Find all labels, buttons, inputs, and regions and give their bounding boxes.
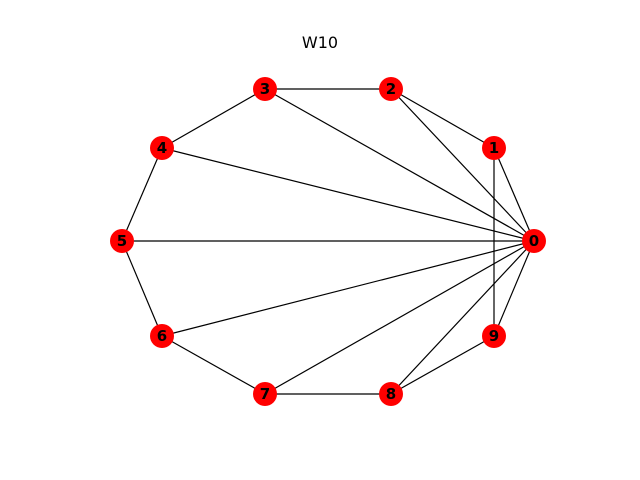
node-4: 4 <box>150 136 174 160</box>
node-circle-9 <box>482 324 506 348</box>
edge-3-4 <box>161 88 266 149</box>
node-label-1: 1 <box>489 139 499 157</box>
nodes-layer: 0 1 2 3 4 5 6 7 8 9 <box>110 77 546 406</box>
node-label-8: 8 <box>386 385 396 403</box>
edge-0-6 <box>161 240 535 337</box>
node-2: 2 <box>379 77 403 101</box>
edge-0-8 <box>390 240 535 395</box>
node-label-3: 3 <box>260 80 270 98</box>
node-7: 7 <box>253 382 277 406</box>
node-circle-4 <box>150 136 174 160</box>
edge-5-6 <box>121 240 163 337</box>
node-label-2: 2 <box>386 80 396 98</box>
node-circle-3 <box>253 77 277 101</box>
node-6: 6 <box>150 324 174 348</box>
edge-0-9 <box>493 240 535 337</box>
node-label-6: 6 <box>157 327 167 345</box>
node-0: 0 <box>522 229 546 253</box>
node-circle-1 <box>482 136 506 160</box>
edge-4-5 <box>121 147 163 242</box>
edge-0-1 <box>493 147 535 242</box>
node-3: 3 <box>253 77 277 101</box>
edge-0-2 <box>390 88 535 242</box>
node-label-5: 5 <box>117 232 127 250</box>
node-1: 1 <box>482 136 506 160</box>
node-circle-2 <box>379 77 403 101</box>
edge-1-2 <box>390 88 495 149</box>
node-label-9: 9 <box>489 327 499 345</box>
node-circle-7 <box>253 382 277 406</box>
node-8: 8 <box>379 382 403 406</box>
node-circle-6 <box>150 324 174 348</box>
edge-0-7 <box>264 240 535 395</box>
node-circle-8 <box>379 382 403 406</box>
node-label-7: 7 <box>260 385 270 403</box>
edge-0-3 <box>264 88 535 242</box>
node-5: 5 <box>110 229 134 253</box>
node-circle-0 <box>522 229 546 253</box>
edge-6-7 <box>161 335 266 395</box>
figure-title: W10 <box>301 33 339 52</box>
edge-8-9 <box>390 335 495 395</box>
node-label-4: 4 <box>157 139 167 157</box>
node-circle-5 <box>110 229 134 253</box>
node-9: 9 <box>482 324 506 348</box>
edge-0-4 <box>161 147 535 242</box>
node-label-0: 0 <box>529 232 539 250</box>
edges-layer <box>121 88 535 395</box>
